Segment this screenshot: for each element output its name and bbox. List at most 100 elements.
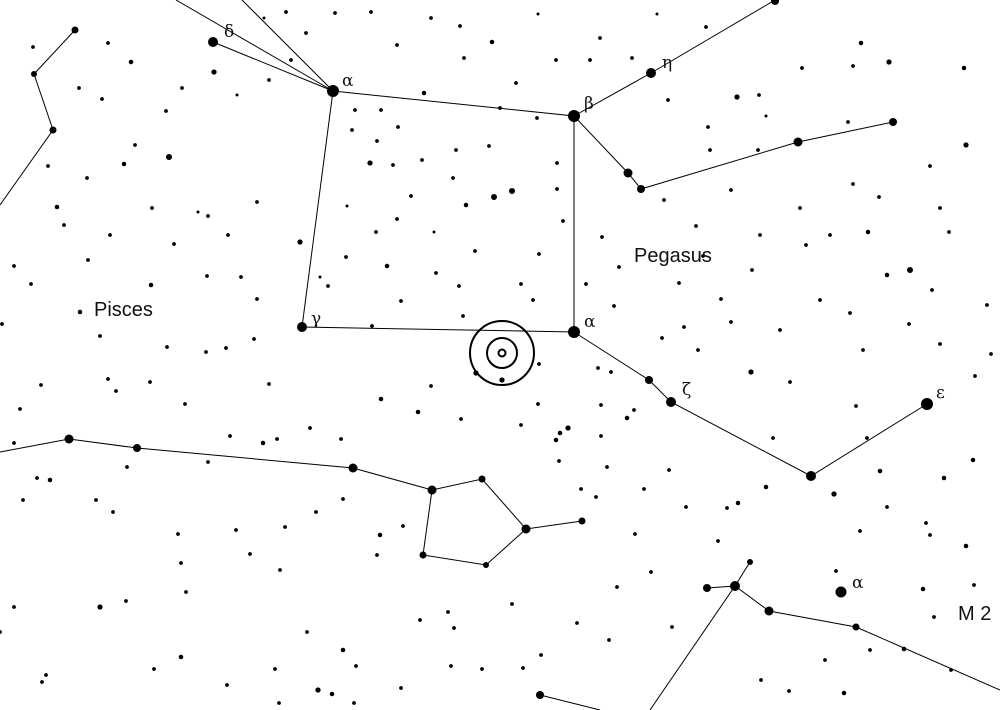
field-star: [932, 615, 936, 619]
field-star: [858, 40, 864, 46]
field-star: [114, 389, 118, 393]
field-star: [77, 86, 81, 90]
field-star: [196, 210, 200, 214]
field-star: [758, 233, 762, 237]
field-star: [449, 664, 453, 668]
field-star: [600, 235, 604, 239]
field-star: [630, 56, 634, 60]
field-star: [463, 202, 469, 208]
field-star: [617, 265, 621, 269]
field-star: [86, 258, 90, 262]
named-star: [483, 562, 489, 568]
field-star: [938, 342, 942, 346]
field-star: [0, 630, 2, 634]
field-star: [235, 93, 239, 97]
named-star: [889, 118, 897, 126]
field-star: [429, 16, 433, 20]
constellation-line: [0, 29, 76, 206]
field-star: [989, 352, 993, 356]
named-star: [297, 322, 307, 332]
field-star: [211, 69, 217, 75]
field-star: [734, 94, 740, 100]
field-star: [178, 654, 184, 660]
field-star: [47, 477, 53, 483]
field-star: [716, 539, 720, 543]
target-center-ring: [497, 348, 507, 358]
field-star: [557, 430, 563, 436]
named-star: [427, 485, 437, 495]
field-star: [757, 93, 761, 97]
field-star: [399, 299, 403, 303]
field-star: [555, 161, 559, 165]
field-star: [886, 59, 892, 65]
field-star: [370, 324, 374, 328]
field-star: [97, 604, 103, 610]
field-star: [206, 214, 210, 218]
field-star: [205, 274, 209, 278]
field-star: [35, 476, 39, 480]
field-star: [133, 143, 137, 147]
field-star: [124, 599, 128, 603]
field-star: [536, 12, 540, 16]
field-star: [462, 56, 466, 60]
field-star: [451, 176, 455, 180]
field-star: [851, 64, 855, 68]
field-star: [228, 434, 232, 438]
field-star: [399, 686, 403, 690]
field-star: [121, 161, 127, 167]
field-star: [787, 689, 791, 693]
field-star: [535, 116, 539, 120]
field-star: [804, 243, 808, 247]
field-star: [584, 282, 588, 286]
field-star: [148, 282, 154, 288]
field-star: [234, 528, 238, 532]
field-star: [106, 377, 110, 381]
field-star: [841, 690, 847, 696]
field-star: [764, 114, 768, 118]
field-star: [176, 532, 180, 536]
named-star: [835, 586, 847, 598]
field-star: [536, 402, 540, 406]
field-star: [345, 204, 349, 208]
field-star: [649, 570, 653, 574]
field-star: [938, 206, 942, 210]
field-star: [18, 407, 22, 411]
field-star: [798, 206, 802, 210]
field-star: [704, 25, 708, 29]
constellation-line: [539, 694, 601, 710]
named-star: [646, 68, 656, 78]
field-star: [510, 602, 514, 606]
field-star: [920, 586, 926, 592]
field-star: [262, 16, 266, 20]
field-star: [369, 10, 373, 14]
field-star: [605, 465, 609, 469]
field-star: [62, 223, 66, 227]
field-star: [609, 370, 613, 374]
named-star: [747, 559, 753, 565]
field-star: [480, 667, 484, 671]
field-star: [289, 58, 293, 62]
field-star: [818, 298, 822, 302]
field-star: [401, 524, 405, 528]
named-star: [666, 397, 676, 407]
field-star: [304, 31, 308, 35]
field-star: [166, 154, 172, 160]
field-star: [924, 521, 928, 525]
field-star: [352, 701, 356, 705]
field-star: [489, 39, 495, 45]
named-star: [419, 551, 427, 559]
field-star: [531, 298, 535, 302]
field-star: [31, 45, 35, 49]
field-star: [378, 396, 384, 402]
field-star: [12, 605, 16, 609]
field-star: [375, 553, 379, 557]
field-star: [854, 404, 858, 408]
field-star: [729, 188, 733, 192]
field-star: [519, 423, 523, 427]
named-star: [133, 444, 141, 452]
field-star: [848, 311, 852, 315]
constellation-line: [0, 438, 583, 530]
field-star: [565, 425, 571, 431]
field-star: [682, 325, 686, 329]
